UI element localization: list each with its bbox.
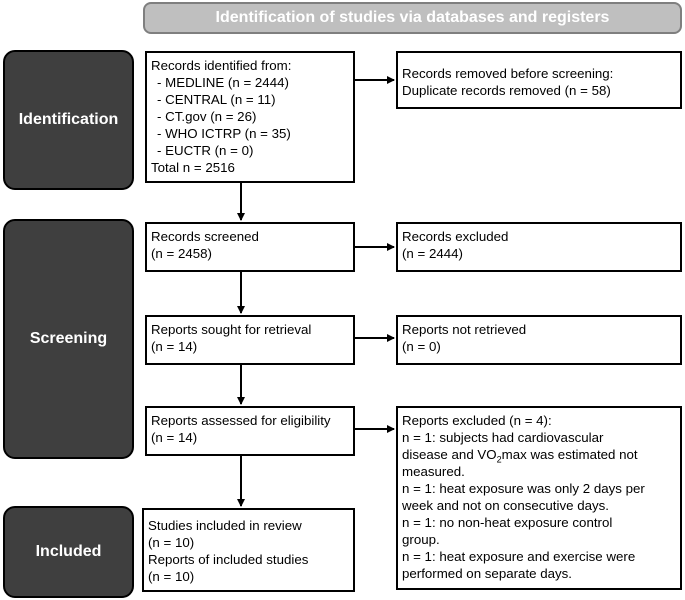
reason4-line2: performed on separate days. xyxy=(402,566,573,581)
records-identified-title: Records identified from: xyxy=(151,58,292,73)
reports-not-retrieved-box: Reports not retrieved (n = 0) xyxy=(396,315,682,365)
studies-included-line4: (n = 10) xyxy=(148,569,195,584)
studies-included-line3: Reports of included studies xyxy=(148,552,309,567)
records-identified-total: Total n = 2516 xyxy=(151,160,235,175)
vo2-subscript: 2 xyxy=(496,454,502,465)
phase-identification: Identification xyxy=(3,50,134,190)
records-excluded-line1: Records excluded xyxy=(402,229,509,244)
reports-assessed-line1: Reports assessed for eligibility xyxy=(151,413,331,428)
source-who-ictrp: - WHO ICTRP (n = 35) xyxy=(157,126,291,141)
phase-included-label: Included xyxy=(35,543,102,560)
studies-included-line2: (n = 10) xyxy=(148,535,195,550)
reports-assessed-box: Reports assessed for eligibility (n = 14… xyxy=(145,406,355,456)
reports-excluded-box: Reports excluded (n = 4): n = 1: subject… xyxy=(396,406,682,590)
records-removed-line1: Records removed before screening: xyxy=(402,66,614,81)
reason1-line1: n = 1: subjects had cardiovascular xyxy=(402,430,604,445)
phase-screening: Screening xyxy=(3,219,134,459)
reason3-line1: n = 1: no non-heat exposure control xyxy=(402,515,613,530)
studies-included-box: Studies included in review (n = 10) Repo… xyxy=(142,508,355,592)
phase-identification-label: Identification xyxy=(18,111,119,128)
records-excluded-box: Records excluded (n = 2444) xyxy=(396,222,682,272)
reports-sought-line2: (n = 14) xyxy=(151,339,198,354)
reason1-line2: disease and VO2max was estimated not xyxy=(402,446,676,465)
phase-included: Included xyxy=(3,506,134,598)
reports-assessed-line2: (n = 14) xyxy=(151,430,198,445)
records-identified-box: Records identified from: - MEDLINE (n = … xyxy=(145,51,355,183)
reports-sought-box: Reports sought for retrieval (n = 14) xyxy=(145,315,355,365)
reports-not-retrieved-line2: (n = 0) xyxy=(402,339,441,354)
reason1-line3: measured. xyxy=(402,464,465,479)
reason3-line2: group. xyxy=(402,532,440,547)
records-removed-box: Records removed before screening: Duplic… xyxy=(396,51,682,109)
studies-included-line1: Studies included in review xyxy=(148,518,302,533)
reports-not-retrieved-line1: Reports not retrieved xyxy=(402,322,527,337)
reason2-line1: n = 1: heat exposure was only 2 days per xyxy=(402,481,645,496)
records-screened-line2: (n = 2458) xyxy=(151,246,212,261)
records-screened-box: Records screened (n = 2458) xyxy=(145,222,355,272)
phase-screening-label: Screening xyxy=(29,330,108,347)
reports-sought-line1: Reports sought for retrieval xyxy=(151,322,312,337)
reason2-line2: week and not on consecutive days. xyxy=(402,498,609,513)
reason4-line1: n = 1: heat exposure and exercise were xyxy=(402,549,636,564)
reports-excluded-title: Reports excluded (n = 4): xyxy=(402,413,552,428)
source-euctr: - EUCTR (n = 0) xyxy=(157,143,254,158)
header-title: Identification of studies via databases … xyxy=(215,9,610,26)
header-banner: Identification of studies via databases … xyxy=(143,2,682,34)
records-removed-line2: Duplicate records removed (n = 58) xyxy=(402,83,611,98)
source-central: - CENTRAL (n = 11) xyxy=(157,92,276,107)
records-screened-line1: Records screened xyxy=(151,229,259,244)
source-medline: - MEDLINE (n = 2444) xyxy=(157,75,289,90)
records-excluded-line2: (n = 2444) xyxy=(402,246,463,261)
reason1-line2-post: max was estimated not xyxy=(501,447,638,462)
reason1-line2-pre: disease and VO xyxy=(402,447,497,462)
source-ctgov: - CT.gov (n = 26) xyxy=(157,109,257,124)
